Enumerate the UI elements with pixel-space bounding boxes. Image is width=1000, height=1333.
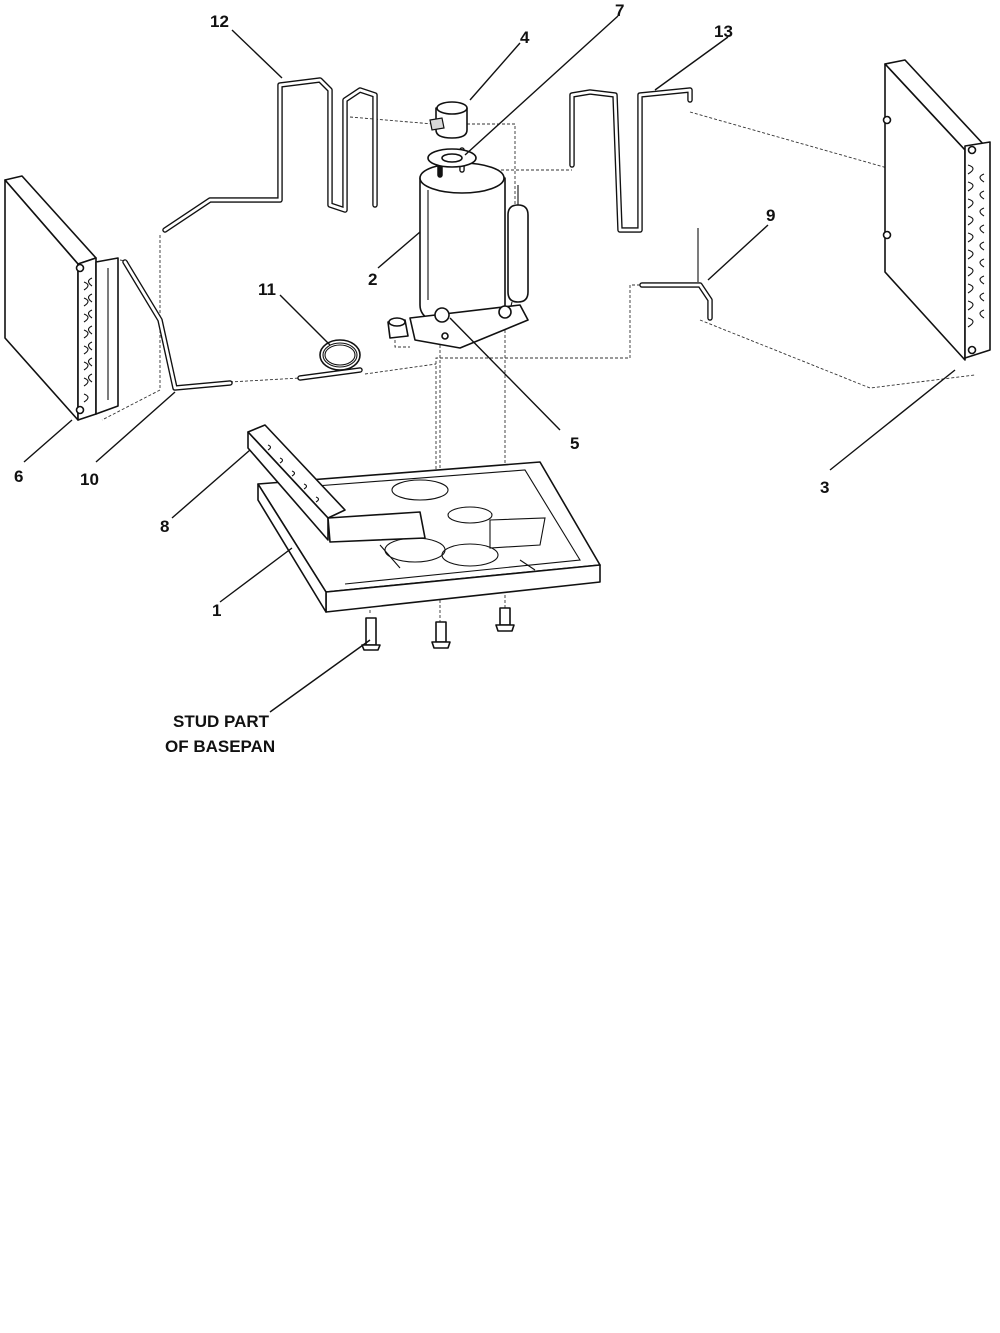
capillary-tube — [297, 339, 363, 381]
callout-13: 13 — [714, 22, 733, 41]
basepan-studs — [361, 607, 515, 651]
compressor — [409, 147, 529, 349]
callout-7: 7 — [615, 1, 624, 20]
callout-leaders — [23, 15, 956, 713]
basepan — [257, 461, 601, 613]
callout-6: 6 — [14, 467, 23, 486]
callout-5: 5 — [570, 434, 579, 453]
overload-protector — [429, 101, 468, 139]
refrigerant-tubing — [122, 77, 713, 391]
note-line-2: OF BASEPAN — [165, 737, 275, 756]
callout-3: 3 — [820, 478, 829, 497]
mounting-grommets — [387, 317, 409, 339]
callout-4: 4 — [520, 28, 530, 47]
callout-9: 9 — [766, 206, 775, 225]
coil-return-bends — [75, 263, 93, 415]
drain-pan — [247, 424, 426, 543]
callout-11: 11 — [258, 280, 276, 299]
callout-labels: 12 7 4 13 9 2 11 5 6 10 3 8 1 — [14, 1, 829, 620]
terminal-gasket — [427, 148, 477, 168]
note-line-1: STUD PART — [173, 712, 270, 731]
callout-10: 10 — [80, 470, 99, 489]
stud-note: STUD PART OF BASEPAN — [165, 712, 275, 756]
callout-8: 8 — [160, 517, 169, 536]
callout-12: 12 — [210, 12, 229, 31]
callout-2: 2 — [368, 270, 377, 289]
condenser-coil — [4, 175, 119, 421]
callout-1: 1 — [212, 601, 221, 620]
evaporator-coil — [882, 59, 991, 361]
